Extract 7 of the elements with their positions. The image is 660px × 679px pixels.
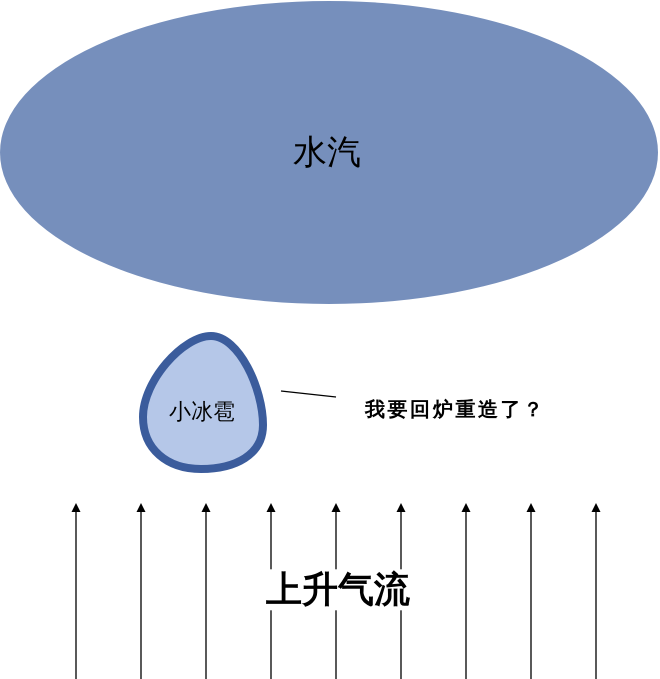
vapor-ellipse xyxy=(0,1,658,304)
flow-label: 上升气流 xyxy=(265,569,411,611)
node-label: 水汽 xyxy=(293,132,361,174)
hailstone-shape xyxy=(139,331,267,474)
speech-text: 我要回炉重造了？ xyxy=(365,396,546,422)
leader-line xyxy=(280,390,336,398)
node-label: 小冰雹 xyxy=(169,400,235,426)
